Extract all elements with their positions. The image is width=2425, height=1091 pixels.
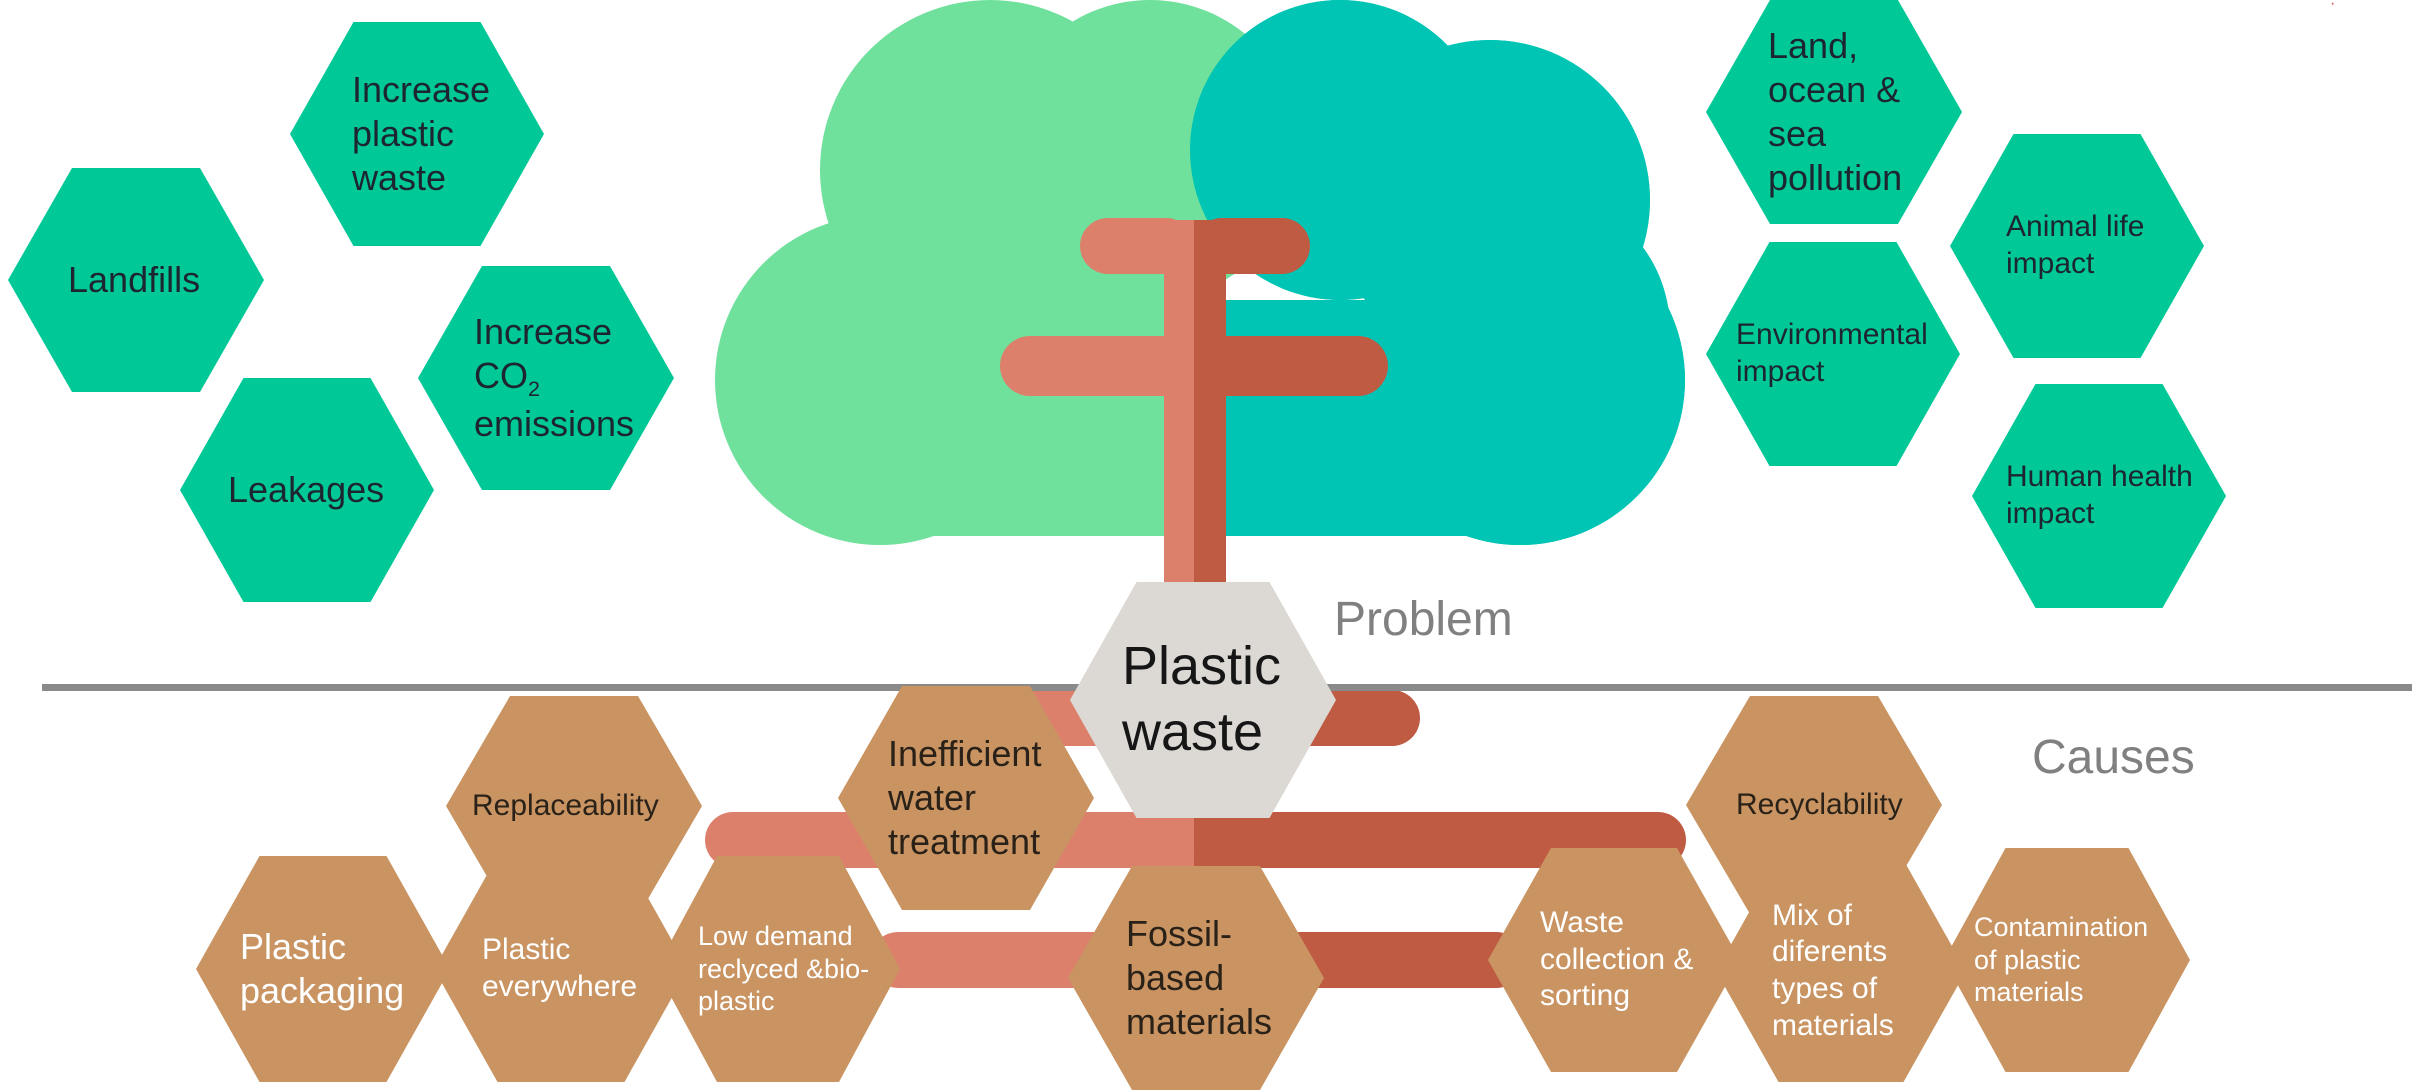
hex-landfills-text: Landfills [68,259,201,301]
hex-plastic-waste: Plastic waste [1070,582,1336,818]
hex-leakages-text: Leakages [228,469,385,511]
hex-environmental-text: Environmental impact [1736,318,1928,388]
corner-mark: · [2330,0,2335,12]
co2-suffix: emissions [474,403,635,445]
hex-plastic-waste-text: Plastic waste [1122,634,1281,766]
hex-plastic-packaging-text: Plastic packaging [240,926,405,1011]
hex-fossil-based-text: Fossil-based materials [1126,913,1273,1042]
center-line1: Plastic [1122,636,1282,697]
hex-increase-plastic-waste: Increase plastic waste [290,22,544,246]
causes-label: Causes [2032,731,2195,784]
hex-waste-collection-text: Waste collection & sorting [1540,906,1694,1013]
hex-recyclability-text: Recyclability [1736,787,1903,821]
hex-land-ocean-sea-text: Land, ocean & sea pollution [1768,25,1903,198]
hex-low-demand-text: Low demand reclyced &bio-plastic [698,920,870,1017]
hex-contamination-text: Contamination of plastic materials [1974,911,2149,1008]
co2-prefix: Increase CO [474,310,613,396]
hex-increase-co2-text: Increase CO2 emissions [474,310,674,446]
hex-animal-life-text: Animal life impact [2006,210,2145,280]
hex-mix-materials-text: Mix of diferents types of materials [1772,898,1894,1042]
center-line2: waste [1122,702,1264,762]
hex-landfills: Landfills [8,168,264,392]
hex-inefficient-water-text: Inefficient water treatment [888,733,1042,862]
hex-replaceability-text: Replaceability [472,788,659,822]
problem-label: Problem [1334,593,1513,646]
hex-environmental: Environmental impact [1706,242,1960,466]
hex-human-health-text: Human health impact [2006,460,2193,530]
hex-plastic-everywhere-text: Plastic everywhere [482,933,638,1003]
co2-subscript: 2 [528,375,541,401]
hex-increase-plastic-waste-text: Increase plastic waste [352,69,491,198]
